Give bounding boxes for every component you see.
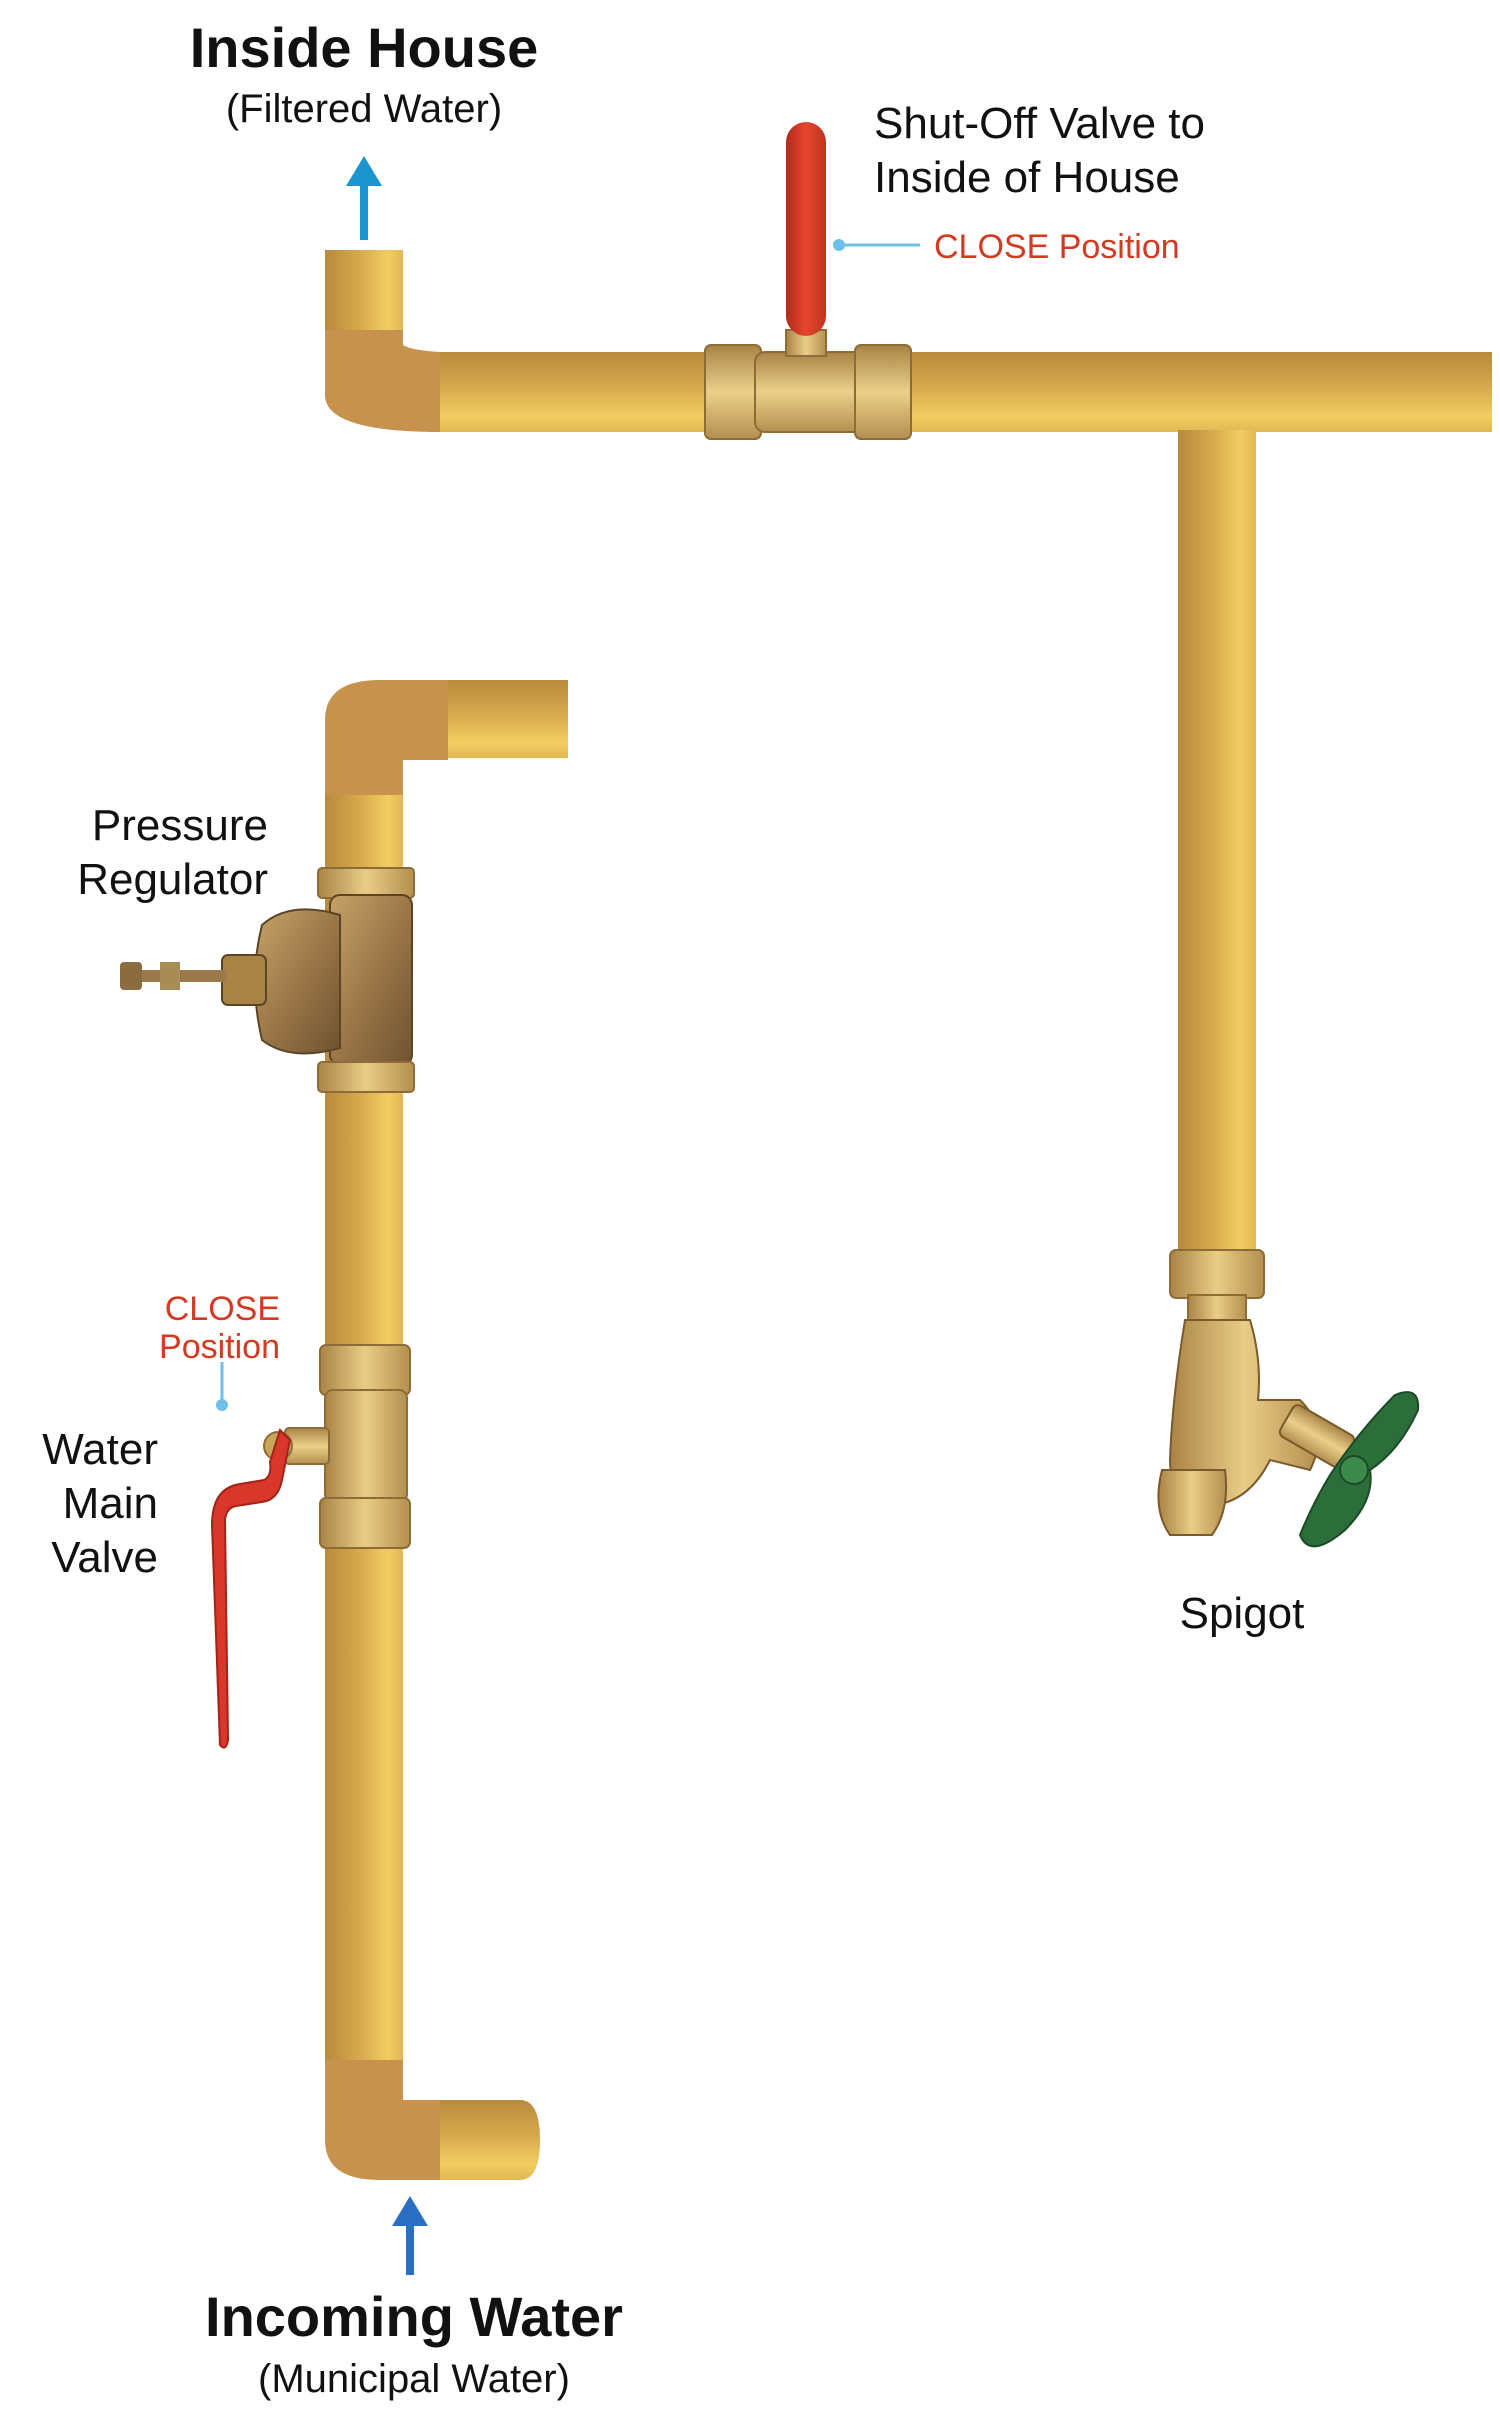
inside-house-subtitle: (Filtered Water) [226,87,502,131]
shutoff-valve[interactable] [704,122,912,440]
regulator-nut-top [317,867,415,899]
inside-house-title: Inside House [190,16,539,79]
spigot-nut [1169,1249,1265,1299]
spigot-riser-pipe [1178,430,1256,1260]
shutoff-close-position: CLOSE Position [934,228,1180,266]
regulator-screw-head [120,962,142,990]
main-valve-label-line3: Valve [51,1533,158,1582]
labels: Inside House (Filtered Water) Shut-Off V… [42,16,1304,2401]
regulator-locknut [160,962,180,990]
main-close-line2: Position [159,1328,280,1366]
main-horizontal-pipe [440,352,1492,432]
regulator-screw [140,970,226,982]
shutoff-leader [833,239,920,251]
bottom-elbow [325,2060,448,2180]
bottom-inlet-pipe [440,2100,540,2180]
top-elbow [325,680,448,800]
main-valve-label-line2: Main [63,1479,158,1528]
main-close-line1: CLOSE [165,1290,280,1328]
main-valve-label-line1: Water [42,1425,158,1474]
main-valve-body [324,1389,408,1503]
regulator-bell [254,908,341,1055]
up-arrow-icon [346,156,382,240]
pressure-label-line1: Pressure [92,801,268,850]
valve-nut-right [854,344,912,440]
spigot-label: Spigot [1180,1589,1305,1638]
upper-pipe-system [325,250,1492,1260]
shutoff-handle[interactable] [786,122,826,336]
incoming-water-subtitle: (Municipal Water) [258,2357,570,2401]
valve-nut-left [704,344,762,440]
spigot-icon[interactable] [1157,1249,1420,1548]
shutoff-label-line1: Shut-Off Valve to [874,99,1205,148]
spigot-body [1168,1319,1319,1507]
main-valve-nut-bottom [319,1497,411,1549]
regulator-cap [221,954,267,1006]
spigot-knob-center [1339,1455,1369,1485]
spigot-spout [1157,1469,1228,1536]
pressure-label-line2: Regulator [77,855,268,904]
pressure-regulator-icon[interactable] [120,867,415,1093]
water-main-valve[interactable] [210,1344,411,1749]
main-valve-nut-top [319,1344,411,1396]
regulator-nut-bottom [317,1061,415,1093]
house-elbow [325,330,440,432]
main-valve-leader [216,1362,228,1411]
main-valve-handle[interactable] [210,1428,292,1749]
shutoff-label-line2: Inside of House [874,153,1180,202]
incoming-arrow-icon [392,2196,428,2275]
regulator-body [329,894,413,1066]
top-outlet-pipe [448,680,568,758]
incoming-water-title: Incoming Water [205,2285,623,2348]
